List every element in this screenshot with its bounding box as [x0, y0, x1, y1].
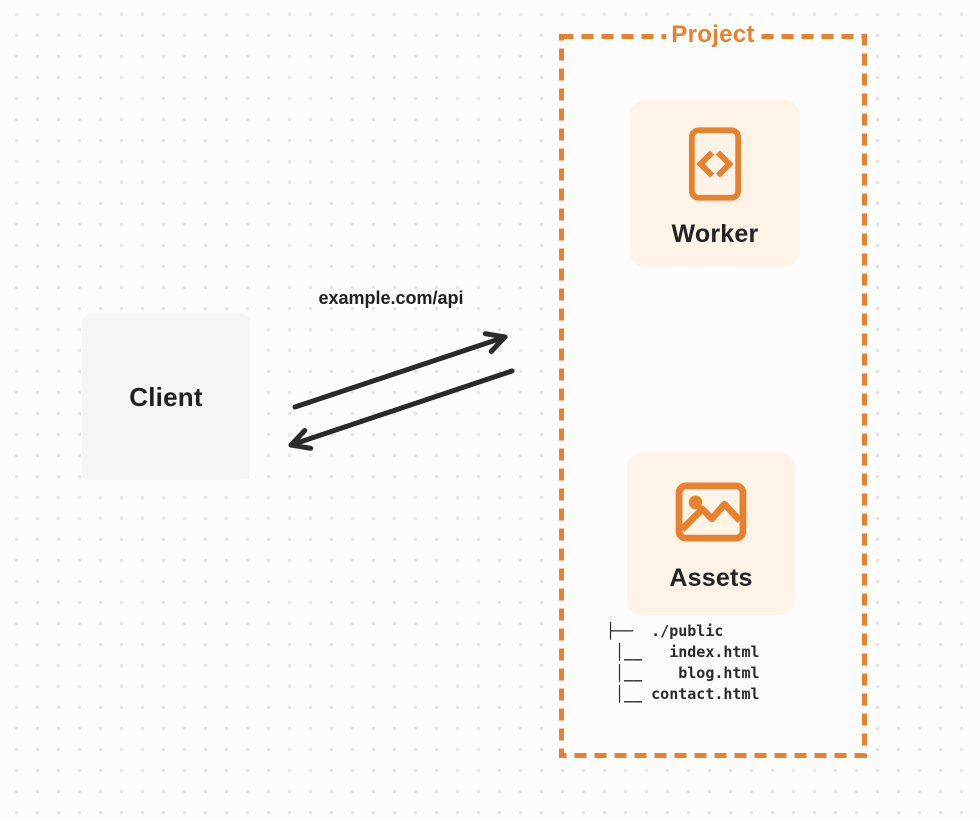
file-tree-root: ├── ./public — [606, 622, 724, 640]
project-label: Project — [666, 21, 760, 49]
request-arrow — [292, 331, 508, 410]
project-boundary: Project Worker Assets ├── ./public │__ i… — [558, 21, 868, 759]
assets-file-tree: ├── ./public │__ index.html │__ blog.htm… — [606, 621, 760, 705]
request-url-label: example.com/api — [318, 288, 464, 308]
image-icon — [675, 482, 747, 542]
assets-label: Assets — [669, 564, 753, 592]
code-file-icon — [688, 127, 742, 201]
response-arrow — [288, 368, 515, 451]
file-tree-item: │__ index.html — [606, 643, 760, 661]
worker-label: Worker — [671, 220, 759, 248]
request-response-arrows — [288, 331, 515, 451]
file-tree-item: │__ contact.html — [606, 685, 760, 703]
client-label: Client — [129, 381, 203, 412]
worker-node: Worker — [630, 100, 800, 267]
file-tree-item: │__ blog.html — [606, 664, 760, 682]
client-node: Client — [82, 314, 250, 480]
assets-node: Assets — [627, 452, 795, 615]
